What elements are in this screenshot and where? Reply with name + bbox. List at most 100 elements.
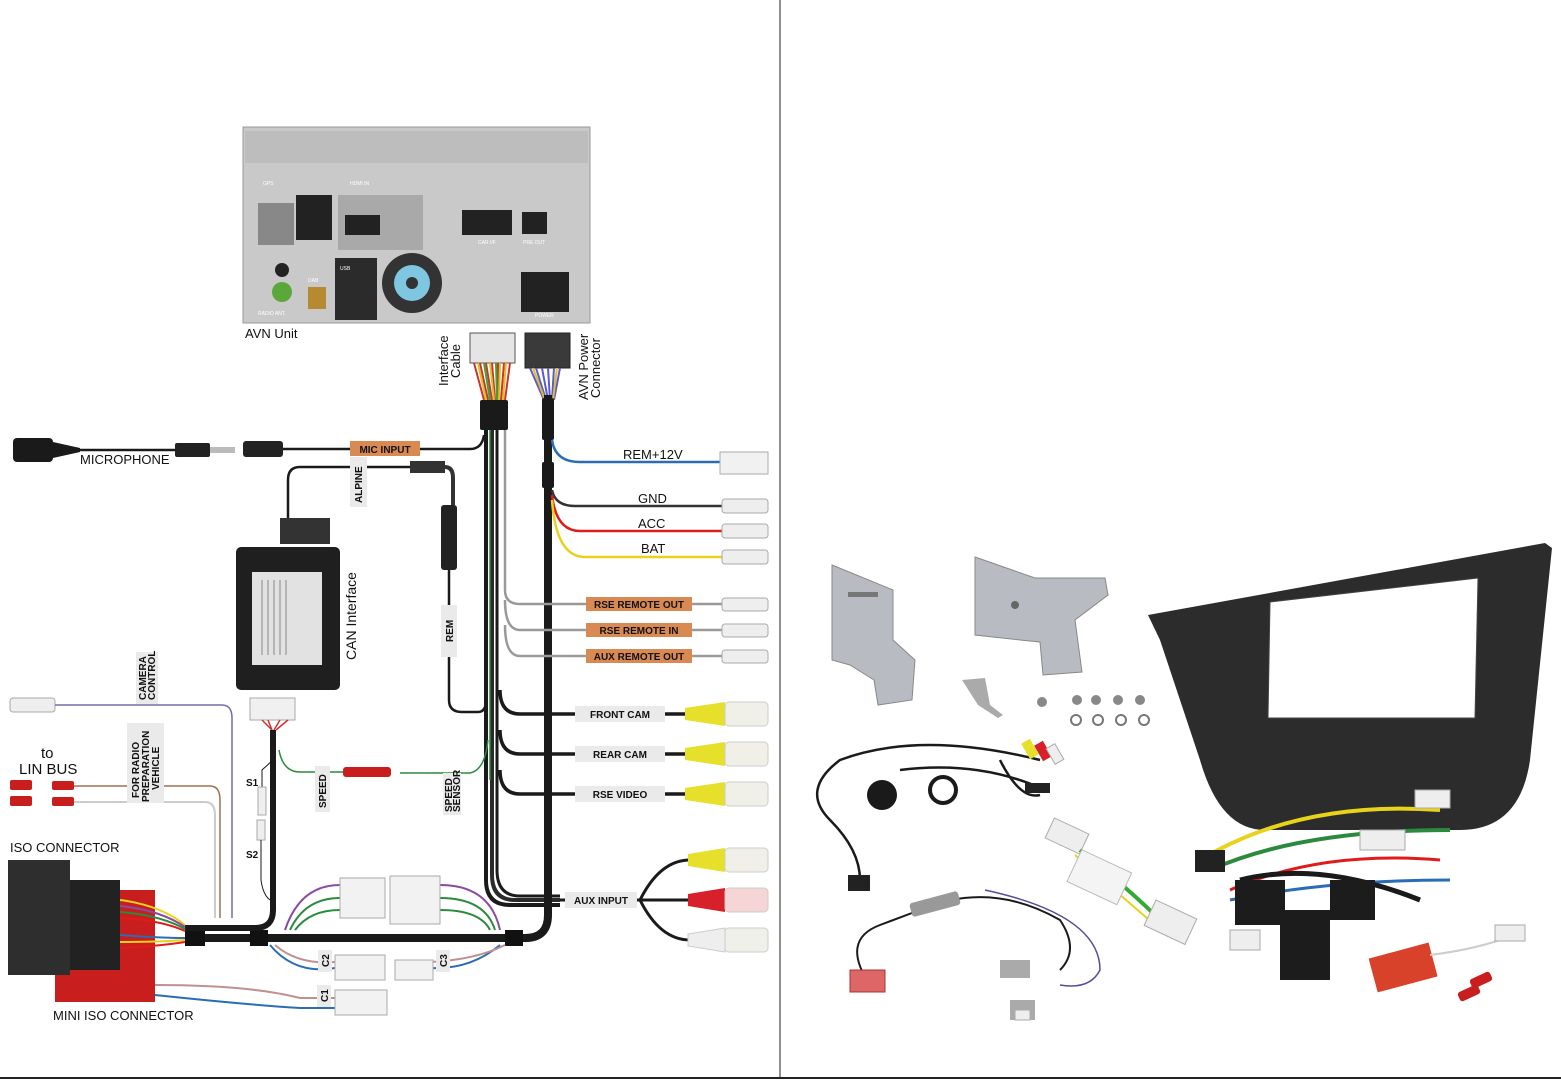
- s1-label: S1: [246, 778, 259, 789]
- speed-sensor-tag-2: SENSOR: [452, 769, 463, 812]
- gps-port: [258, 203, 294, 245]
- port-label-pre-out: PRE OUT: [523, 240, 545, 246]
- rse-remote-in-tag: RSE REMOTE IN: [600, 626, 679, 637]
- gnd-label: GND: [638, 491, 667, 506]
- mounting-bracket-left: [831, 564, 916, 706]
- can-interface-label: CAN Interface: [343, 572, 359, 660]
- port-label-dab: DAB: [308, 278, 319, 284]
- microphone: [13, 438, 235, 462]
- bat-label: BAT: [641, 541, 665, 556]
- pre-out-port: [522, 212, 547, 234]
- main-wiring-harness: [1195, 789, 1451, 980]
- iso-adapter-harness: [1044, 817, 1198, 946]
- mic-input-cable: [243, 434, 486, 457]
- power-trunk: [185, 395, 554, 946]
- rse-video-tag: RSE VIDEO: [593, 790, 648, 801]
- power-port: [521, 272, 569, 312]
- can-lower-cable: [185, 719, 489, 931]
- aux-input-tag: AUX INPUT: [574, 896, 628, 907]
- usb-cable-connector: [848, 875, 870, 891]
- aux-remote-out-tag: AUX REMOTE OUT: [594, 652, 685, 663]
- avn-unit: GPS HDMI IN USB DAB RADIO ANT. CAR I/F P…: [242, 126, 591, 324]
- can-interface-box: [236, 518, 340, 721]
- interface-trunk: [480, 400, 560, 907]
- antenna-adapter: [849, 889, 1101, 1021]
- radio-prep-tag-2: PREPARATION: [141, 731, 152, 802]
- power-terminals: [721, 498, 769, 565]
- radio-prep-tag-1: FOR RADIO: [131, 742, 142, 798]
- car-if-port: [462, 210, 512, 235]
- interface-cable-connector: [469, 332, 516, 401]
- lin-bus-terminals: [10, 723, 221, 918]
- mic-input-tag: MIC INPUT: [359, 445, 410, 456]
- remote-tags: [586, 597, 692, 663]
- lin-bus-label-1: to: [41, 745, 54, 762]
- hdmi-port: [345, 215, 380, 235]
- avn-power-connector-label-2: Connector: [588, 337, 603, 398]
- small-bracket: [962, 678, 1003, 718]
- rear-cam-rca: [685, 741, 769, 767]
- s2-label: S2: [246, 850, 259, 861]
- video-cables: [498, 689, 690, 796]
- speed-tag: SPEED: [318, 774, 329, 808]
- rem-12v-wire: [550, 439, 720, 464]
- bat-wire: [550, 499, 722, 559]
- acc-label: ACC: [638, 516, 665, 531]
- remote-wires: [503, 430, 722, 658]
- avn-power-connector: [524, 332, 571, 401]
- mini-iso-adapter: [1368, 924, 1526, 1002]
- screws: [1037, 695, 1150, 726]
- gnd-wire: [550, 489, 722, 508]
- speed-sensor-tag-1: SPEED: [444, 778, 455, 812]
- alpine-cable: [286, 457, 488, 714]
- interface-cable-label-2: Cable: [448, 344, 463, 378]
- aux-yellow-rca: [688, 847, 769, 873]
- port-label-usb: USB: [340, 266, 351, 272]
- camera-control-cable: [9, 652, 233, 918]
- port-label-radio-ant: RADIO ANT.: [258, 311, 286, 317]
- radio-fascia-frame: [1148, 543, 1552, 830]
- aux-rca-connectors: [687, 847, 769, 953]
- front-cam-tag: FRONT CAM: [590, 710, 650, 721]
- interface-cable-label-1: Interface: [436, 335, 451, 386]
- usb-aux-cable: [815, 743, 1046, 881]
- port-label-hdmi: HDMI IN: [350, 181, 370, 187]
- iso-connector-label: ISO CONNECTOR: [10, 840, 120, 855]
- lin-bus-label-2: LIN BUS: [19, 761, 77, 778]
- radio-ant-port: [272, 282, 292, 302]
- c1-tag: C1: [320, 989, 331, 1002]
- aux-red-rca: [688, 887, 769, 913]
- usb-port: [335, 258, 377, 320]
- usb-socket-nut: [928, 775, 958, 805]
- radio-prep-tag-3: VEHICLE: [151, 746, 162, 790]
- usb-socket: [867, 780, 897, 810]
- rem-tag: REM: [445, 620, 456, 642]
- c2-tag: C2: [321, 954, 332, 967]
- mounting-bracket-right: [974, 556, 1109, 676]
- aux-white-rca: [687, 927, 769, 953]
- port-label-car-if: CAR I/F: [478, 240, 496, 246]
- camera-control-tag-2: CONTROL: [147, 651, 158, 700]
- port-label-power: POWER: [535, 313, 554, 319]
- mini-iso-connector-label: MINI ISO CONNECTOR: [53, 1008, 194, 1023]
- remote-terminals: [721, 597, 769, 664]
- aux-input-tag-bg: [565, 892, 637, 908]
- video-tags: [575, 706, 665, 802]
- acc-wire: [550, 494, 722, 533]
- c3-tag: C3: [439, 954, 450, 967]
- rse-video-rca: [685, 781, 769, 807]
- speaker-connectors: [154, 875, 506, 1016]
- video-rca-connectors: [685, 701, 769, 807]
- dab-port: [308, 287, 326, 309]
- rse-remote-out-tag: RSE REMOTE OUT: [594, 600, 684, 611]
- avn-power-connector-label-1: AVN Power: [576, 333, 591, 400]
- rem-12v-label: REM+12V: [623, 447, 683, 462]
- port-label-gps: GPS: [263, 181, 274, 187]
- camera-control-tag-1: CAMERA: [138, 656, 149, 700]
- microphone-label: MICROPHONE: [80, 452, 170, 467]
- front-cam-rca: [685, 701, 769, 727]
- power-wires: [550, 439, 722, 559]
- rca-plugs: [1021, 738, 1065, 793]
- kit-contents-photo: [815, 543, 1552, 1021]
